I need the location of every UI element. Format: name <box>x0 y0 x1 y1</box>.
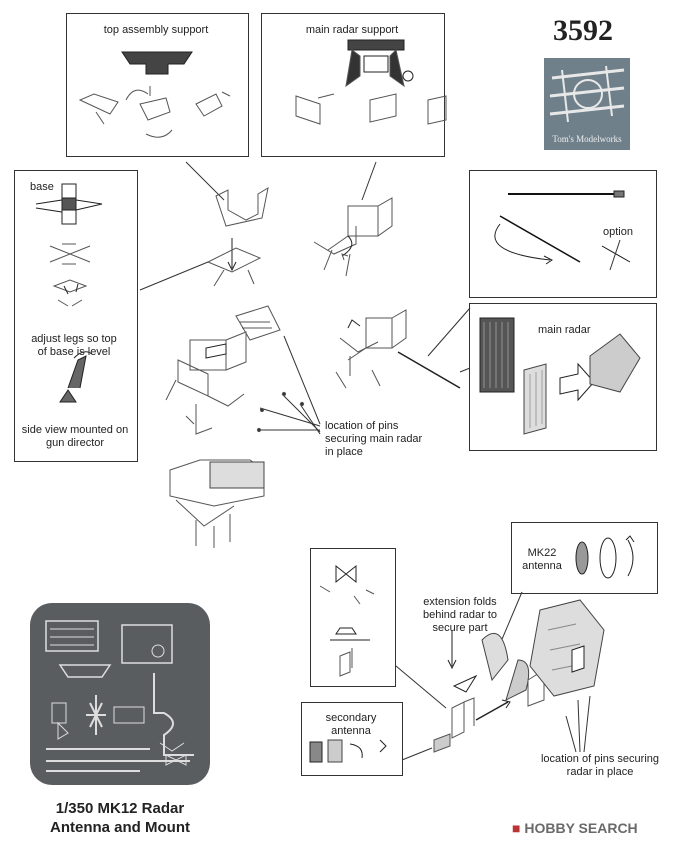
brand-logo: Tom's Modelworks <box>544 58 630 150</box>
photo-etch-fret <box>30 603 210 785</box>
watermark-text: HOBBY SEARCH <box>524 820 638 836</box>
label-top-assembly-support: top assembly support <box>103 24 209 36</box>
watermark-logo-icon: ■ <box>512 820 521 836</box>
label-base: base <box>30 181 54 193</box>
secondary-antenna-panel <box>301 702 403 776</box>
instruction-title: 1/350 MK12 Radar Antenna and Mount <box>50 800 190 836</box>
fret-parts <box>45 620 194 772</box>
brand-name: Tom's Modelworks <box>552 134 622 144</box>
hobby-search-watermark: ■ HOBBY SEARCH <box>512 820 638 836</box>
label-secondary-antenna: secondary antenna <box>325 712 377 737</box>
biplane-icon <box>544 58 630 150</box>
label-pins-main: location of pins securing main radar in … <box>325 420 423 458</box>
product-code: 3592 <box>553 14 613 47</box>
label-pins-radar: location of pins securing radar in place <box>540 753 659 778</box>
base-panel <box>14 170 138 462</box>
label-adjust-legs: adjust legs so top of base is level <box>31 333 117 358</box>
label-extension-folds: extension folds behind radar to secure p… <box>423 596 497 634</box>
label-main-radar: main radar <box>538 324 591 336</box>
label-side-view: side view mounted on gun director <box>21 424 129 449</box>
label-mk22: MK22 antenna <box>522 547 562 572</box>
secondary-assembly-panel <box>310 548 396 687</box>
label-option: option <box>603 226 633 238</box>
label-main-radar-support: main radar support <box>305 24 399 36</box>
